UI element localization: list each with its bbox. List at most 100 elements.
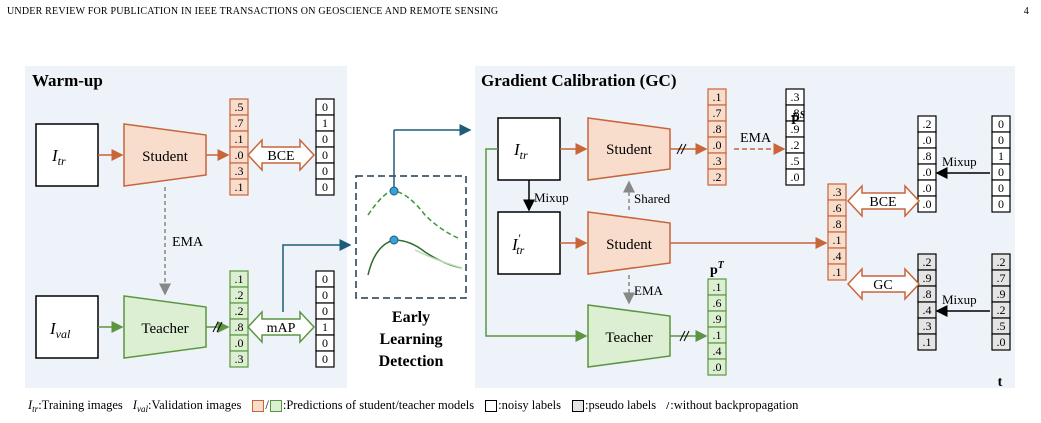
gc-teacher-pred-value: .6 — [713, 296, 722, 310]
gc-mixed-noisy-value: .0 — [923, 165, 932, 179]
gc-teacher-pred-value: .1 — [713, 280, 722, 294]
early-line3: Detection — [379, 353, 444, 370]
warmup-teacher-label: Teacher — [141, 321, 188, 337]
gc-input-mix-label: I′tr — [511, 231, 525, 257]
warmup-student-pred-value: .3 — [235, 164, 244, 178]
gc-mixed-noisy-value: .0 — [923, 197, 932, 211]
gc-teacher-pred-value: .4 — [713, 344, 722, 358]
legend-nobp: //:without backpropagation — [666, 398, 799, 412]
warmup-val-label-value: 0 — [322, 288, 328, 302]
early-line2: Learning — [379, 331, 442, 348]
gc-ema2-label: EMA — [634, 283, 664, 298]
warmup-bce-label: BCE — [267, 149, 294, 164]
warmup-student-pred-value: .0 — [235, 148, 244, 162]
warmup-student-label: Student — [142, 149, 189, 165]
gc-teacher-label: Teacher — [605, 330, 652, 346]
input-val-label: Ival — [49, 319, 71, 341]
gc-ema-pred-value: .3 — [791, 90, 800, 104]
warmup-val-label-value: 0 — [322, 304, 328, 318]
gc-student-2 — [587, 211, 671, 275]
gc-student1-pred-value: .8 — [713, 122, 722, 136]
t-label: t — [998, 375, 1003, 390]
gc-student1-pred-value: .0 — [713, 138, 722, 152]
gc-student1-pred-value: .3 — [713, 154, 722, 168]
gc-pseudo-label-cell — [991, 333, 1011, 351]
gc-input-train-label: Itr — [513, 140, 528, 162]
noisy-swatch-icon — [485, 399, 498, 412]
gc-mixed-pseudo-value: .2 — [923, 255, 932, 269]
gc-pseudo-label-value: .0 — [997, 335, 1006, 349]
gc-noisy-label-value: 0 — [998, 117, 1004, 131]
gc-mixed-pseudo-value: .9 — [923, 271, 932, 285]
gc-teacher-pred-value: .9 — [713, 312, 722, 326]
peak-dot-2 — [389, 235, 399, 245]
gc-mixed-pseudo-value: .1 — [923, 335, 932, 349]
gc-student1-pred-value: .1 — [713, 90, 722, 104]
gc-student2-pred-cell — [827, 263, 847, 281]
curve-dashed — [367, 190, 459, 239]
warmup-noisy-label-value: 0 — [322, 180, 328, 194]
gc-student2-pred-value: .1 — [833, 265, 842, 279]
gc-noisy-label-value: 0 — [998, 181, 1004, 195]
gc-pseudo-label-value: .9 — [997, 287, 1006, 301]
legend-pseudo: :pseudo labels — [571, 398, 656, 413]
ema-pred-label: P̃S — [791, 110, 806, 128]
warmup-map-label: mAP — [267, 321, 296, 336]
gc-bce-label: BCE — [869, 195, 896, 210]
warmup-val-label-value: 0 — [322, 272, 328, 286]
gc-mixed-pseudo-cell — [917, 333, 937, 351]
warmup-map-arrow — [246, 310, 316, 344]
gc-ema-label: EMA — [740, 131, 772, 146]
warmup-val-label-value: 0 — [322, 352, 328, 366]
input-train-box — [35, 123, 99, 187]
gc-pseudo-label-value: .5 — [997, 319, 1006, 333]
warmup-noisy-label-cell — [315, 178, 335, 196]
gc-pseudo-label-value: .2 — [997, 255, 1006, 269]
page-number: 4 — [1023, 6, 1029, 17]
gc-noisy-label-value: 1 — [998, 149, 1004, 163]
gc-student-1 — [587, 117, 671, 181]
input-val-box — [35, 295, 99, 359]
gc-mixed-pseudo-value: .8 — [923, 287, 932, 301]
gc-ema-pred-value: .5 — [791, 154, 800, 168]
gc-student2-pred-value: .1 — [833, 233, 842, 247]
gc-student-2-label: Student — [606, 237, 653, 253]
gc-input-mix-box — [497, 211, 561, 275]
gc-student1-pred-value: .7 — [713, 106, 722, 120]
teacher-swatch-icon — [269, 399, 282, 412]
legend-noisy: :noisy labels — [484, 398, 561, 413]
student-swatch-icon — [252, 399, 265, 412]
gc-mixed-noisy-value: .8 — [923, 149, 932, 163]
legend-preds: /:Predictions of student/teacher models — [251, 398, 474, 413]
gc-mixed-pseudo-value: .4 — [923, 303, 932, 317]
warmup-teacher-pred-value: .8 — [235, 320, 244, 334]
warmup-teacher-pred-value: .1 — [235, 272, 244, 286]
warmup-val-label-value: 0 — [322, 336, 328, 350]
gc-mixed-pseudo-value: .3 — [923, 319, 932, 333]
gc-student2-pred-value: .6 — [833, 201, 842, 215]
warmup-noisy-label-value: 0 — [322, 164, 328, 178]
gc-student2-pred-value: .8 — [833, 217, 842, 231]
warmup-teacher — [123, 295, 207, 359]
warmup-bce-arrow — [246, 138, 316, 172]
gc-student-1-label: Student — [606, 142, 653, 158]
warmup-student-pred-value: .7 — [235, 116, 244, 130]
running-header: UNDER REVIEW FOR PUBLICATION IN IEEE TRA… — [7, 6, 499, 17]
warmup-teacher-pred-cell — [229, 350, 249, 368]
gc-pseudo-label-value: .2 — [997, 303, 1006, 317]
gc-input-train-box — [497, 117, 561, 181]
input-train-label: Itr — [51, 146, 66, 168]
warmup-student-pred-cell — [229, 178, 249, 196]
warmup-teacher-pred-value: .2 — [235, 288, 244, 302]
gc-teacher — [587, 304, 671, 368]
gc-student2-pred-value: .4 — [833, 249, 842, 263]
gc-ema-pred-value: .9 — [791, 122, 800, 136]
gc-mixed-noisy-cell — [917, 195, 937, 213]
warmup-student-pred-value: .1 — [235, 180, 244, 194]
early-line1: Early — [392, 309, 430, 326]
gc-pseudo-label-value: .7 — [997, 271, 1006, 285]
